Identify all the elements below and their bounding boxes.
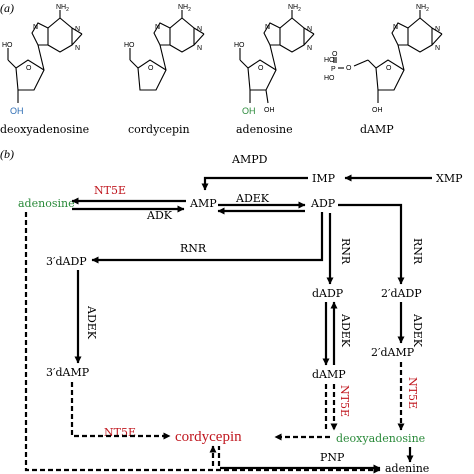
node-3-damp: 3′dAMP [46, 366, 90, 379]
oh3-label: OH [242, 106, 256, 116]
node-cordycepin: cordycepin [175, 429, 242, 445]
enzyme-pnp: PNP [320, 451, 345, 464]
enzyme-adek-top: ADEK [235, 192, 270, 205]
n-atom: N [155, 24, 160, 31]
nh2-label: NH2 [288, 4, 301, 13]
n-atom: N [435, 26, 440, 33]
node-2-dadp: 2′dADP [381, 287, 422, 300]
arrow-imp-amp [201, 176, 308, 191]
node-damp: dAMP [312, 368, 346, 381]
oh3-label: OH [10, 106, 24, 116]
n-atom: N [33, 24, 38, 31]
enzyme-adek-mid: ADEK [339, 313, 352, 348]
molecule-name-cordycepin: cordycepin [128, 123, 190, 136]
o-bridge-atom: O [346, 65, 352, 72]
molecule-name-adenosine: adenosine [236, 123, 293, 136]
enzyme-nt5e-right: NT5E [406, 377, 419, 409]
p-atom: P [331, 66, 336, 73]
ho-left-label: HO [324, 75, 335, 82]
enzyme-ampd: AMPD [231, 153, 268, 166]
nh2-label: NH2 [56, 4, 69, 13]
n-atom: N [75, 45, 80, 52]
n-atom: N [197, 45, 202, 52]
molecule-deoxyadenosine: NH2 N N N O HO OH deoxyadenosine [0, 4, 89, 136]
o-atom: O [148, 65, 154, 72]
o-atom: O [26, 65, 32, 72]
ho-top-label: HO [324, 57, 335, 64]
panel-a-label: (a) [0, 1, 14, 15]
node-2-damp: 2′dAMP [371, 346, 415, 359]
node-adenine: adenine [385, 462, 429, 474]
n-atom: N [307, 45, 312, 52]
pathway-arrows [71, 174, 432, 472]
n-atom: N [307, 26, 312, 33]
o-atom: O [386, 65, 392, 72]
o-atom: O [258, 65, 264, 72]
molecule-adenosine: NH2 N N N O HO OH OH adenosine [234, 4, 315, 136]
enzyme-adek-right: ADEK [411, 313, 424, 348]
o-double-atom: O [332, 51, 338, 58]
pathway-dashed-arrows [24, 212, 405, 474]
adenine-ring [31, 10, 83, 53]
molecule-name-deoxyadenosine: deoxyadenosine [0, 123, 89, 136]
molecule-cordycepin: NH2 N N N O HO cordycepin [124, 4, 205, 136]
oh5-label: HO [234, 42, 245, 49]
node-xmp: XMP [436, 172, 463, 185]
n-atom: N [75, 26, 80, 33]
enzyme-nt5e-mid: NT5E [338, 385, 351, 417]
node-deoxyadenosine: deoxyadenosine [336, 432, 425, 445]
n-atom: N [265, 24, 270, 31]
n-atom: N [393, 24, 398, 31]
molecule-name-damp: dAMP [360, 123, 394, 136]
node-adenosine: adenosine [18, 197, 75, 210]
node-amp: AMP [189, 197, 217, 210]
arrow-adp-2dadp [338, 203, 405, 285]
node-dadp: dADP [312, 287, 344, 300]
enzyme-adk: ADK [146, 209, 173, 222]
node-3-dadp: 3′dADP [46, 255, 87, 268]
oh5-label: HO [2, 42, 13, 49]
molecule-damp: NH2 N N N O P O HO HO O OH dAMP [324, 4, 443, 136]
enzyme-rnr-h: RNR [180, 242, 207, 255]
nh2-label: NH2 [416, 4, 429, 13]
enzyme-adek-left: ADEK [85, 305, 98, 340]
oh5-label: HO [124, 42, 135, 49]
dashed-arrow-3damp-cordycepin [70, 382, 171, 440]
oh2-label: OH [264, 107, 275, 114]
n-atom: N [435, 45, 440, 52]
node-adp: ADP [310, 197, 336, 210]
nh2-label: NH2 [178, 4, 191, 13]
arrow-adp-3dadp [91, 212, 324, 264]
enzyme-nt5e-top: NT5E [94, 184, 126, 197]
dashed-arrow-adenosine-adenine [24, 212, 381, 474]
n-atom: N [197, 26, 202, 33]
panel-b-label: (b) [0, 147, 14, 161]
node-imp: IMP [312, 172, 336, 185]
sugar-ring [7, 44, 45, 103]
oh3-label: OH [372, 107, 383, 114]
enzyme-rnr-v2: RNR [411, 238, 424, 265]
enzyme-nt5e-left: NT5E [104, 426, 136, 439]
enzyme-rnr-v1: RNR [339, 238, 352, 265]
